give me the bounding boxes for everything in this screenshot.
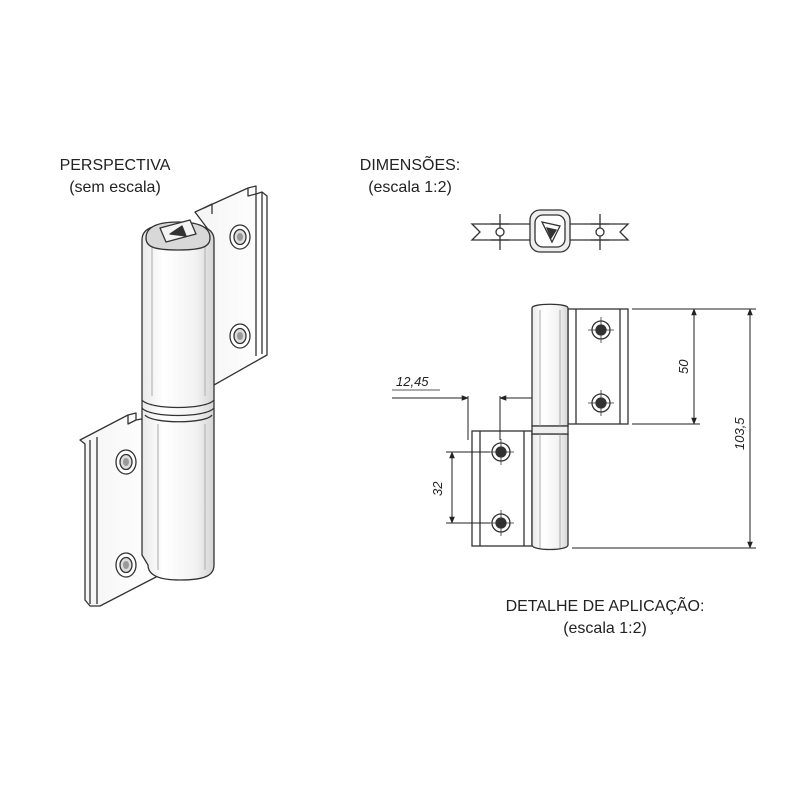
perspective-barrel	[141, 219, 215, 581]
dim-offset-label: 12,45	[396, 374, 429, 389]
front-barrel	[531, 303, 569, 551]
front-screw-hole-4	[488, 510, 514, 536]
application-subtitle: (escala 1:2)	[563, 620, 647, 637]
top-view-screw-left	[491, 214, 509, 250]
perspective-subtitle: (sem escala)	[69, 179, 161, 196]
perspective-title: PERSPECTIVA	[59, 157, 171, 174]
dim-total-height-label: 103,5	[732, 417, 747, 450]
perspective-screw-hole-3	[115, 449, 137, 475]
application-label: DETALHE DE APLICAÇÃO: (escala 1:2)	[470, 596, 740, 640]
front-screw-hole-3	[488, 439, 514, 465]
dimensions-subtitle: (escala 1:2)	[368, 179, 452, 196]
perspective-hinge	[79, 185, 268, 607]
top-view	[470, 209, 630, 253]
perspective-label: PERSPECTIVA (sem escala)	[30, 155, 200, 199]
perspective-screw-hole-4	[115, 552, 137, 578]
dimension-lines	[392, 308, 756, 549]
perspective-screw-hole-1	[229, 224, 251, 250]
top-view-screw-right	[591, 214, 609, 250]
application-title: DETALHE DE APLICAÇÃO:	[505, 598, 705, 615]
dimension-labels: 12,45 32 50 103,5	[396, 359, 747, 496]
perspective-lower-leaf	[79, 412, 159, 607]
front-screw-hole-1	[588, 317, 614, 343]
front-screw-hole-2	[588, 390, 614, 416]
perspective-screw-hole-2	[229, 323, 251, 349]
dim-upper-leaf-label: 50	[676, 359, 691, 374]
dimensions-title: DIMENSÕES:	[359, 157, 461, 174]
front-lower-leaf	[471, 430, 533, 547]
front-view	[471, 303, 629, 551]
dim-hole-spacing-label: 32	[430, 481, 445, 496]
front-upper-leaf	[567, 308, 629, 425]
dimensions-label: DIMENSÕES: (escala 1:2)	[340, 155, 480, 199]
